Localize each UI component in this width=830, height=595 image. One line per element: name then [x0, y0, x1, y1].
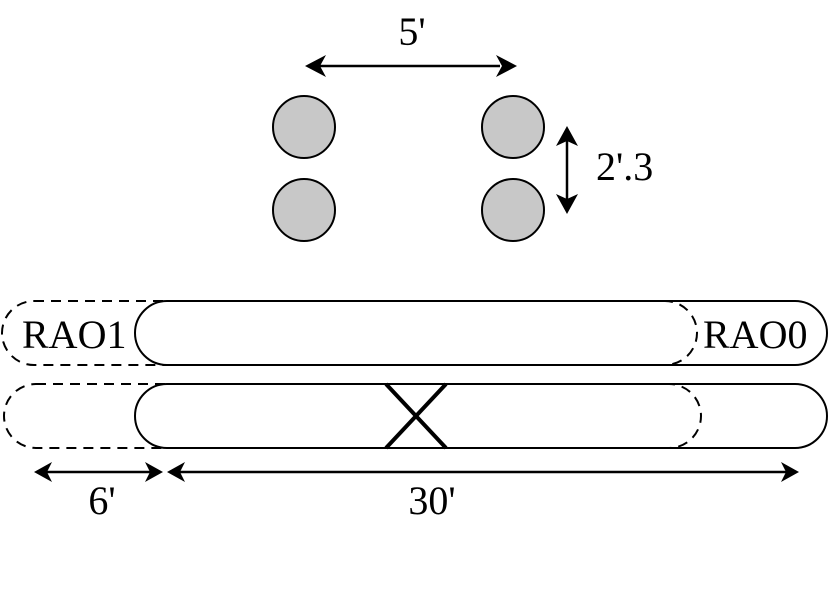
upper-capsule-row: RAO1 RAO0 — [1, 300, 828, 366]
dot-top-right — [481, 95, 545, 159]
left-capsule-label: RAO1 — [22, 312, 126, 357]
upper-dashed-capsule — [1, 300, 698, 366]
dot-bottom-left — [272, 178, 336, 242]
bottom-offset-label: 6' — [88, 478, 115, 523]
dot-bottom-right — [481, 178, 545, 242]
lower-dashed-capsule — [3, 383, 702, 449]
top-spacing-dimension: 5' — [305, 9, 517, 77]
lower-solid-capsule — [134, 383, 828, 449]
lower-capsule-row — [3, 382, 828, 450]
top-spacing-label: 5' — [398, 9, 425, 54]
bottom-length-dimension: 30' — [167, 462, 799, 523]
dot-grid — [272, 95, 545, 242]
bottom-length-label: 30' — [408, 478, 455, 523]
right-capsule-label: RAO0 — [703, 312, 807, 357]
dot-top-left — [272, 95, 336, 159]
bottom-offset-dimension: 6' — [34, 462, 163, 523]
cross-mark-line-2 — [384, 382, 448, 450]
vertical-spacing-dimension: 2'.3 — [556, 126, 653, 214]
vertical-spacing-label: 2'.3 — [596, 144, 653, 189]
